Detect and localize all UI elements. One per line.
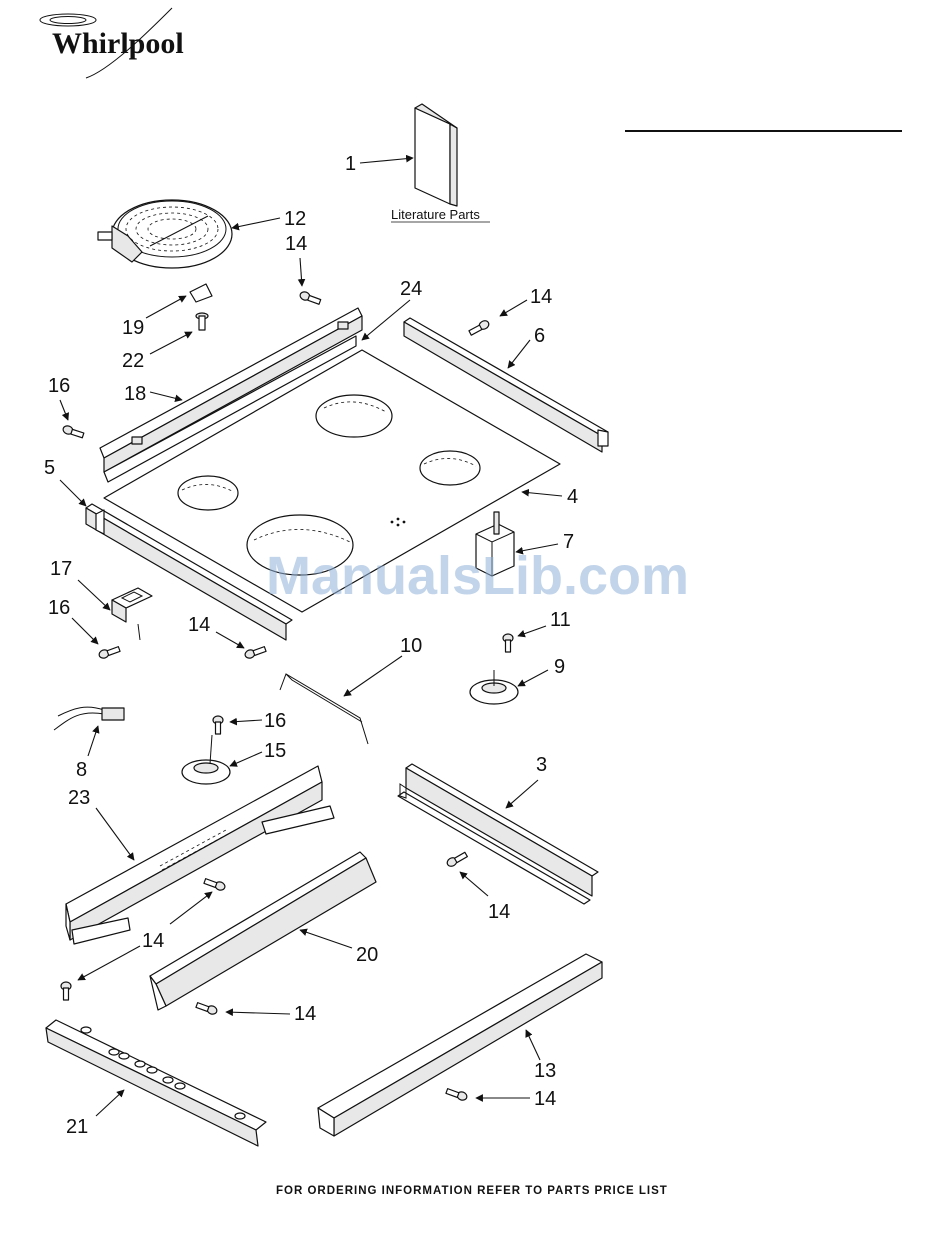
callout-11: 11 bbox=[550, 609, 571, 631]
part-limiter-9 bbox=[470, 670, 518, 704]
callout-9: 9 bbox=[554, 656, 565, 678]
part-bracket bbox=[112, 588, 152, 640]
callout-3: 3 bbox=[536, 754, 547, 776]
callout-8: 8 bbox=[76, 759, 87, 781]
callout-23: 23 bbox=[68, 787, 90, 809]
callout-18: 18 bbox=[124, 383, 146, 405]
part-wire-harness bbox=[54, 707, 124, 730]
callout-6: 6 bbox=[534, 325, 545, 347]
callout-15: 15 bbox=[264, 740, 286, 762]
literature-caption: Literature Parts bbox=[391, 207, 480, 222]
callout-17: 17 bbox=[50, 558, 72, 580]
callout-14: 14 bbox=[294, 1003, 316, 1025]
callout-16: 16 bbox=[48, 597, 70, 619]
callout-12: 12 bbox=[284, 208, 306, 230]
part-screw-22 bbox=[196, 313, 208, 330]
callout-10: 10 bbox=[400, 635, 422, 657]
callout-13: 13 bbox=[534, 1060, 556, 1082]
callout-14: 14 bbox=[142, 930, 164, 952]
callout-14: 14 bbox=[285, 233, 307, 255]
watermark: ManualsLib.com bbox=[266, 546, 689, 606]
callout-16: 16 bbox=[264, 710, 286, 732]
callout-21: 21 bbox=[66, 1116, 88, 1138]
part-clip bbox=[190, 284, 212, 302]
callout-24: 24 bbox=[400, 278, 422, 300]
logo-text: Whirlpool bbox=[52, 27, 184, 60]
callout-20: 20 bbox=[356, 944, 378, 966]
callout-1: 1 bbox=[345, 153, 356, 175]
callout-14: 14 bbox=[188, 614, 210, 636]
whirlpool-logo: Whirlpool bbox=[40, 8, 184, 78]
callout-16: 16 bbox=[48, 375, 70, 397]
callout-19: 19 bbox=[122, 317, 144, 339]
callout-22: 22 bbox=[122, 350, 144, 372]
part-limiter-15 bbox=[182, 735, 230, 784]
callout-14: 14 bbox=[534, 1088, 556, 1110]
part-right-channel bbox=[398, 764, 598, 904]
part-literature: Literature Parts bbox=[391, 104, 490, 222]
callout-5: 5 bbox=[44, 457, 55, 479]
part-bottom-trim bbox=[318, 954, 602, 1136]
callout-14: 14 bbox=[488, 901, 510, 923]
callout-14: 14 bbox=[530, 286, 552, 308]
part-radiant-element bbox=[98, 200, 232, 268]
callout-4: 4 bbox=[567, 486, 578, 508]
ordering-footer: FOR ORDERING INFORMATION REFER TO PARTS … bbox=[276, 1185, 668, 1197]
part-wire-bracket bbox=[280, 674, 368, 744]
